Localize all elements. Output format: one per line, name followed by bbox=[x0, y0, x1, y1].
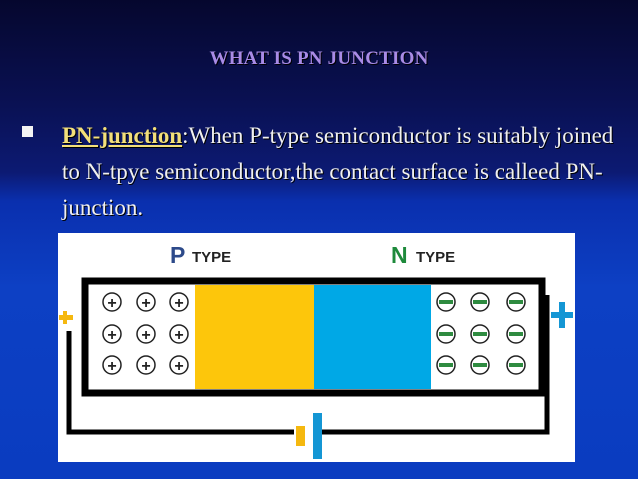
n-charges bbox=[436, 292, 526, 375]
negative-charge-sign bbox=[439, 300, 453, 304]
positive-charge-icon bbox=[136, 324, 156, 344]
positive-charge-sign: + bbox=[174, 295, 183, 312]
positive-charge-sign: + bbox=[141, 295, 150, 312]
positive-charge-sign: + bbox=[141, 327, 150, 344]
positive-terminal-icon-post bbox=[559, 302, 565, 328]
positive-charge-icon bbox=[169, 292, 189, 312]
negative-charge-sign bbox=[509, 300, 523, 304]
positive-charge-sign: + bbox=[174, 327, 183, 344]
positive-charge-sign: + bbox=[107, 295, 116, 312]
bullet-separator: : bbox=[182, 123, 189, 148]
p-depletion-region bbox=[195, 285, 314, 389]
n-letter: N bbox=[391, 242, 408, 268]
positive-charge-icon bbox=[169, 324, 189, 344]
p-charges: + + + + + + + + + bbox=[102, 292, 189, 375]
negative-terminal-icon-post bbox=[63, 311, 67, 324]
negative-charge-sign bbox=[439, 363, 453, 367]
positive-charge-sign: + bbox=[107, 358, 116, 375]
positive-charge-icon bbox=[169, 355, 189, 375]
negative-charge-sign bbox=[509, 363, 523, 367]
positive-charge-sign: + bbox=[141, 358, 150, 375]
p-type-word: TYPE bbox=[192, 249, 231, 266]
bullet-paragraph: PN-junction:When P-type semiconductor is… bbox=[62, 118, 622, 226]
pn-junction-diagram: P TYPE N TYPE + + + + + + bbox=[58, 233, 575, 462]
positive-charge-icon bbox=[102, 292, 122, 312]
positive-charge-icon bbox=[136, 292, 156, 312]
pn-junction-svg: P TYPE N TYPE + + + + + + bbox=[59, 242, 573, 459]
positive-charge-sign: + bbox=[174, 358, 183, 375]
slide-title: WHAT IS PN JUNCTION bbox=[209, 48, 429, 69]
battery-negative-plate bbox=[296, 426, 305, 446]
bullet-body: When P-type semiconductor is suitably jo… bbox=[62, 123, 614, 220]
positive-charge-icon bbox=[102, 355, 122, 375]
bullet-term: PN-junction bbox=[62, 123, 183, 148]
negative-charge-sign bbox=[473, 332, 487, 336]
battery-positive-plate bbox=[313, 413, 322, 459]
positive-charge-sign: + bbox=[107, 327, 116, 344]
positive-charge-icon bbox=[102, 324, 122, 344]
circuit-wire-left bbox=[66, 331, 294, 435]
negative-charge-sign bbox=[473, 363, 487, 367]
positive-charge-icon bbox=[136, 355, 156, 375]
circuit-wire-right bbox=[322, 295, 550, 435]
p-letter: P bbox=[170, 242, 185, 268]
bullet-square-icon bbox=[22, 126, 33, 137]
n-type-word: TYPE bbox=[416, 249, 455, 266]
negative-charge-sign bbox=[439, 332, 453, 336]
n-depletion-region bbox=[314, 285, 431, 389]
negative-charge-sign bbox=[509, 332, 523, 336]
negative-charge-sign bbox=[473, 300, 487, 304]
